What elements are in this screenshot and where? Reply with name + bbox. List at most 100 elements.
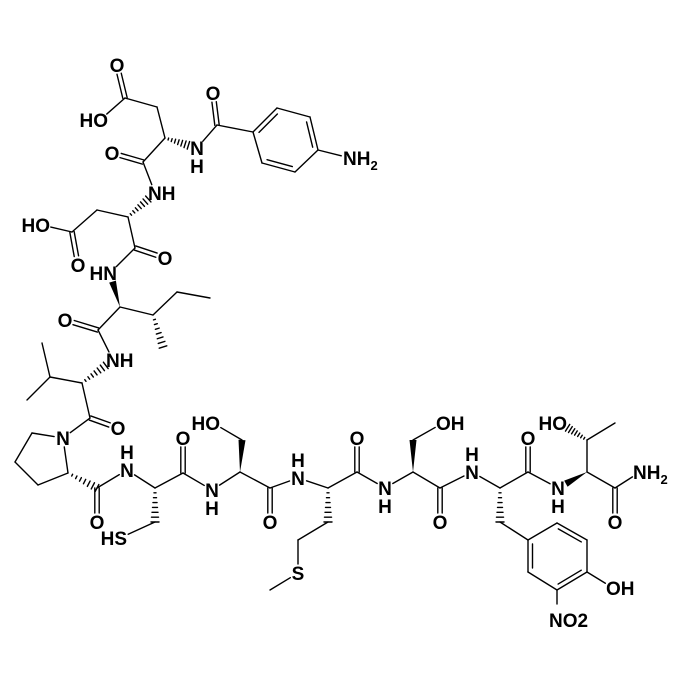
atom-label: H [465,445,479,466]
atom-label: NH [106,351,133,372]
single-bond [127,521,156,535]
atom-label: HN [90,264,117,285]
double-bond [69,231,75,258]
single-bond [31,432,55,438]
atom-label: S [292,564,305,585]
hashed-bond-stroke [90,482,96,490]
atom-label: N [56,429,70,450]
hashed-bond-stroke [86,480,91,488]
atom-label: O [110,56,125,77]
single-bond [202,124,218,142]
hashed-bond-stroke [176,139,180,146]
hashed-bond-stroke [154,327,160,331]
hashed-bond-stroke [158,345,168,349]
single-bond [154,472,184,489]
single-bond [37,472,69,486]
double-bond [215,100,220,126]
single-bond [216,124,254,133]
single-bond [439,475,465,489]
atom-label: N [465,463,479,484]
atom-label: N [120,461,134,482]
single-bond [81,382,91,419]
single-bond [218,471,241,486]
wedge-bond [409,440,417,472]
double-bond [120,152,145,161]
single-bond [71,209,98,233]
single-bond [269,480,291,489]
single-bond [356,471,378,485]
atom-label: O [90,513,105,534]
double-bond [73,230,80,257]
single-bond [115,247,136,268]
atom-label: NH2 [343,149,378,173]
wedge-bond [564,472,587,487]
hashed-bond-stroke [70,473,74,477]
single-bond [294,149,319,173]
atom-label: NH [148,184,175,205]
atom-label: H [190,157,204,178]
single-bond [97,306,121,331]
aromatic-inner-bond [557,569,582,585]
double-bond [72,324,99,333]
atom-label: HO [80,111,109,132]
single-bond [127,216,136,249]
hashed-bond-stroke [573,430,578,436]
atom-label: O [433,513,448,534]
atom-label: O [206,84,221,105]
single-bond [527,571,558,591]
atom-label: H [120,443,134,464]
atom-label-main: NH [343,149,370,170]
single-bond [527,471,551,485]
single-bond [276,107,311,118]
single-bond [119,306,154,316]
atom-label: O [58,311,73,332]
single-bond [614,476,634,489]
aromatic-bond [309,116,319,151]
double-bond [90,415,111,424]
single-bond [50,226,73,233]
aromatic-inner-bond [266,159,294,168]
atom-label: O [521,429,536,450]
single-bond [133,474,156,489]
hashed-bond-stroke [186,140,191,150]
hashed-bond-stroke [564,423,571,432]
atom-label: O [263,513,278,534]
wedge-bond [238,439,246,472]
atom-label: N [378,479,392,500]
atom-label: O [608,513,623,534]
atom-label: N [551,479,565,500]
atom-label-main: NH [633,463,660,484]
hashed-bond-stroke [84,378,87,382]
single-bond [106,97,126,115]
single-bond [297,521,329,541]
atom-label: HS [101,529,127,550]
single-bond [97,329,110,353]
aromatic-inner-bond [258,113,279,134]
hashed-bond-stroke [87,376,91,380]
aromatic-bond [556,522,588,541]
atom-label: N [291,469,305,490]
hashed-bond-stroke [157,340,166,345]
single-bond [527,522,558,541]
hashed-bond-stroke [155,331,162,335]
bonds [14,72,634,605]
single-bond [586,422,616,441]
single-bond [49,376,83,384]
single-bond [41,342,51,378]
atom-label: H [205,499,219,520]
double-bond [88,419,110,428]
single-bond [412,471,441,489]
single-bond [220,426,243,441]
single-bond [182,472,205,487]
hashed-bond-stroke [152,318,157,321]
hashed-bond-stroke [74,475,78,480]
single-bond [96,473,120,489]
double-bond [73,319,100,329]
atom-label: O [71,256,86,277]
single-bond [412,426,436,441]
hashed-bond-stroke [134,207,139,212]
single-bond [96,209,129,218]
atom-label: O [350,429,365,450]
single-bond [499,471,529,489]
single-bond [156,106,166,139]
